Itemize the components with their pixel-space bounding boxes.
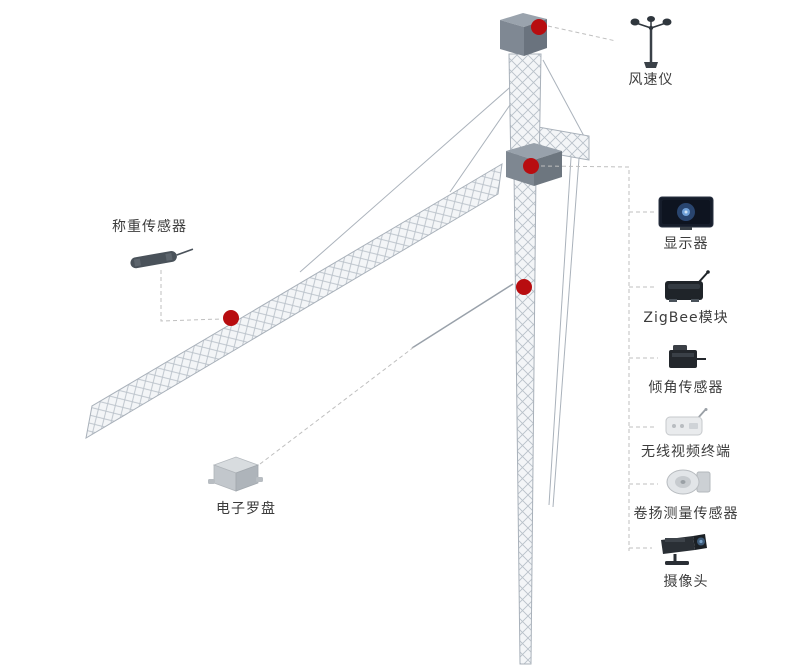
monitor-icon bbox=[658, 196, 714, 236]
crane-cab bbox=[500, 13, 547, 56]
cctv-camera-icon bbox=[655, 528, 711, 572]
marker-jib bbox=[223, 310, 239, 326]
load-pin-icon bbox=[124, 238, 198, 280]
anemometer-icon bbox=[628, 16, 674, 74]
wireless-terminal-icon bbox=[662, 408, 710, 444]
hoist-sensor-icon bbox=[663, 464, 715, 504]
mast bbox=[513, 169, 537, 665]
label-anemometer: 风速仪 bbox=[628, 72, 674, 88]
marker-tower-top bbox=[531, 19, 547, 35]
label-compass: 电子罗盘 bbox=[216, 501, 276, 517]
callout-connectors bbox=[160, 25, 658, 551]
label-load-sensor: 称重传感器 bbox=[112, 219, 187, 235]
label-zigbee: ZigBee模块 bbox=[643, 310, 729, 326]
label-wireless-video: 无线视频终端 bbox=[641, 444, 731, 460]
label-tilt-sensor: 倾角传感器 bbox=[648, 380, 724, 396]
hook-pendant bbox=[411, 283, 514, 349]
main-jib bbox=[85, 163, 503, 439]
label-display: 显示器 bbox=[663, 236, 709, 252]
zigbee-module-icon bbox=[661, 270, 713, 308]
marker-slewing-unit bbox=[523, 158, 539, 174]
crane-ropes bbox=[299, 59, 586, 508]
tilt-sensor-icon bbox=[664, 342, 708, 378]
label-hoist-sensor: 卷扬测量传感器 bbox=[633, 506, 739, 522]
compass-box-icon bbox=[206, 452, 264, 500]
label-camera: 摄像头 bbox=[663, 574, 709, 590]
marker-mast bbox=[516, 279, 532, 295]
